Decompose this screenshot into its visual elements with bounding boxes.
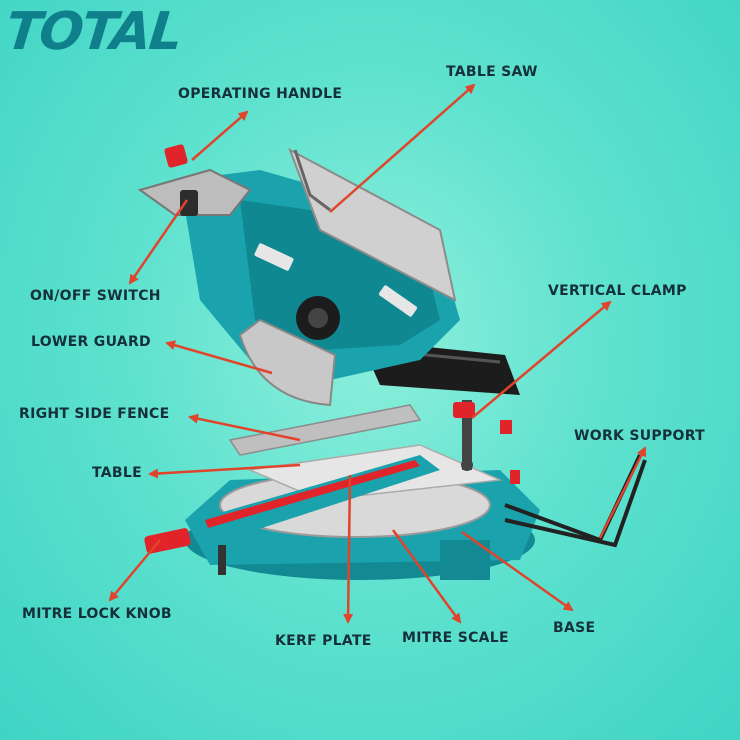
label-mitre-lock-knob: MITRE LOCK KNOB — [22, 606, 172, 622]
arrow-mitre-scale — [391, 529, 462, 624]
label-base: BASE — [553, 620, 596, 636]
arrow-work-support — [598, 446, 647, 539]
label-right-side-fence: RIGHT SIDE FENCE — [19, 406, 170, 422]
arrow-right-side-fence — [188, 413, 301, 442]
arrow-kerf-plate — [343, 474, 354, 624]
mitre-arm — [144, 455, 440, 575]
label-on-off-switch: ON/OFF SWITCH — [30, 288, 161, 304]
arrow-table — [148, 463, 301, 479]
arrow-operating-handle — [191, 110, 249, 161]
label-kerf-plate: KERF PLATE — [275, 633, 372, 649]
label-mitre-scale: MITRE SCALE — [402, 630, 509, 646]
arrow-table-saw — [329, 83, 476, 213]
label-vertical-clamp: VERTICAL CLAMP — [548, 283, 687, 299]
arrow-lower-guard — [165, 340, 273, 375]
label-operating-handle: OPERATING HANDLE — [178, 86, 343, 102]
lower-guard-shape — [238, 318, 337, 407]
arrow-base — [461, 530, 574, 612]
label-lower-guard: LOWER GUARD — [31, 334, 151, 350]
label-work-support: WORK SUPPORT — [574, 428, 706, 444]
handle-assembly — [137, 144, 252, 216]
fence — [228, 404, 422, 456]
table-saw-top — [288, 147, 457, 302]
label-table-saw: TABLE SAW — [446, 64, 538, 80]
callout-arrows — [108, 83, 647, 624]
arrow-vertical-clamp — [471, 300, 612, 419]
clamp-assembly — [453, 400, 520, 484]
arrow-mitre-lock-knob — [108, 539, 161, 602]
label-table: TABLE — [92, 465, 142, 481]
arrow-on-off-switch — [128, 199, 189, 285]
